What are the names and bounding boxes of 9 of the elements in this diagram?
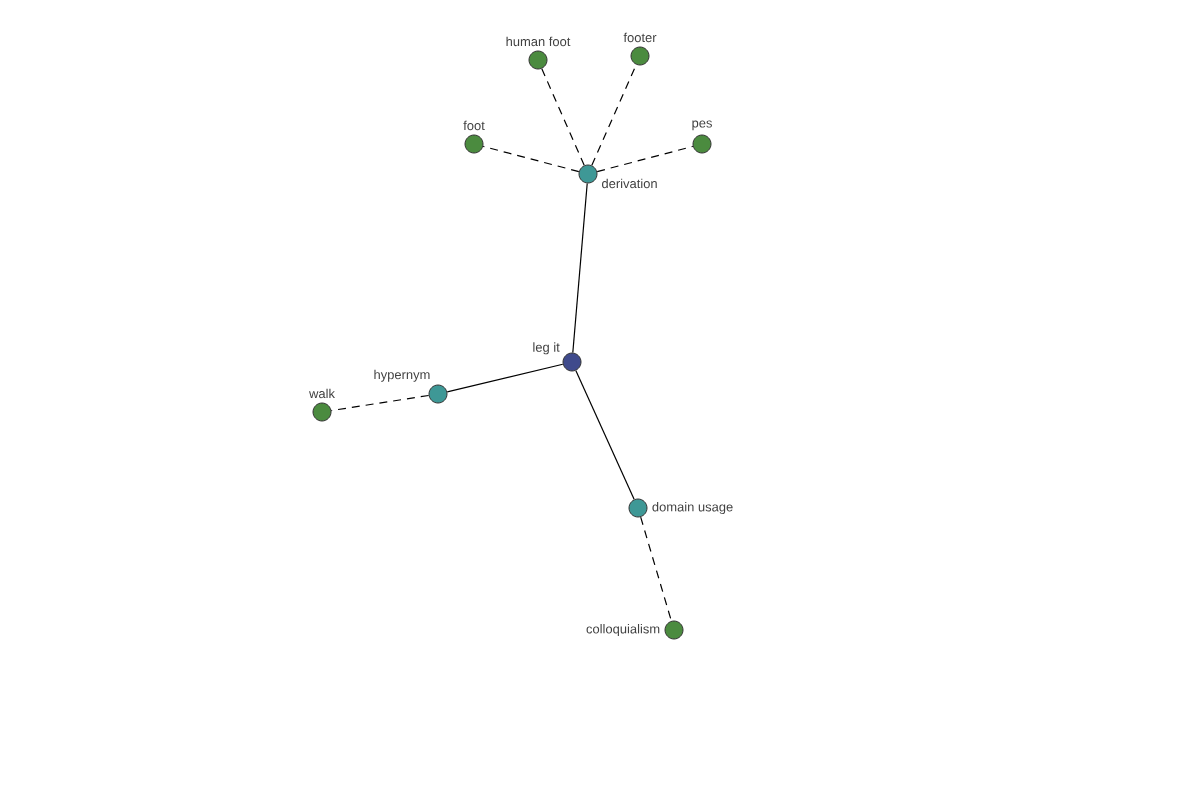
connector-line	[330, 394, 430, 412]
connector-line	[482, 145, 580, 173]
connector-line	[446, 363, 564, 393]
connector-line	[596, 145, 694, 173]
connector-line	[591, 64, 637, 166]
connector-line	[640, 516, 672, 622]
connector-line	[572, 182, 588, 354]
connector-line	[541, 68, 585, 166]
connector-line	[575, 370, 635, 500]
